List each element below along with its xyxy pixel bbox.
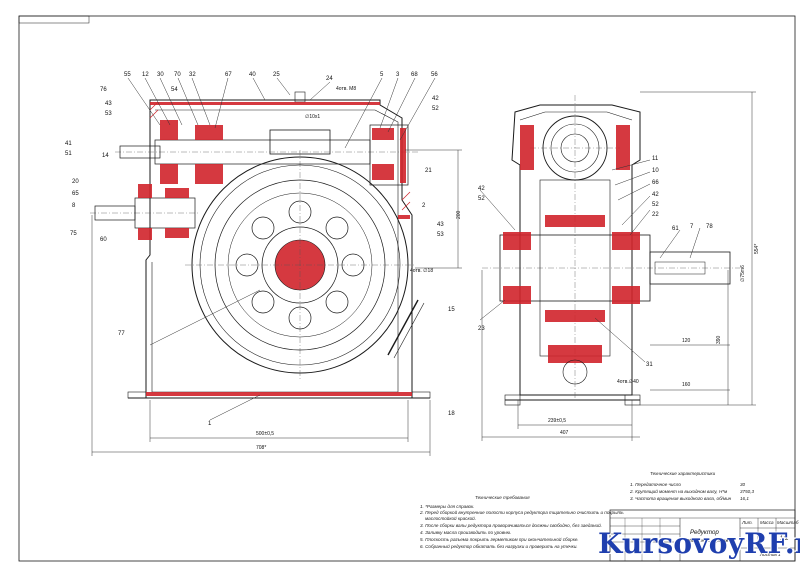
part-label: 76	[100, 87, 107, 93]
brand-part2: RF	[744, 527, 785, 560]
sheet-frame	[18, 15, 796, 562]
tech-char-label: 3. Частота вращения выходного вала, об/м…	[630, 496, 732, 501]
dim-holes-right: 4отв. ∅18	[410, 268, 433, 274]
dim-side-width: 239±0,5	[548, 418, 566, 424]
dim-side-total: 407	[560, 430, 569, 436]
part-label: 66	[652, 180, 659, 186]
dim-shaft-dia: ∅75m6	[740, 265, 746, 282]
brand-part3: .ru	[784, 527, 800, 560]
title-col-scale: Масштаб	[777, 520, 799, 525]
part-label: 53	[437, 232, 444, 238]
part-label: 12	[142, 72, 149, 78]
dim-depth: ∅10x1	[305, 114, 320, 120]
title-block: Редуктор Сборочный чертеж Лит. Масса Мас…	[609, 509, 799, 562]
part-label: 43	[105, 101, 112, 107]
title-col-mass: Масса	[760, 520, 774, 525]
part-label: 78	[706, 224, 713, 230]
tech-req-item: 6. Собранный редуктор обкатать без нагру…	[420, 543, 578, 549]
tech-req-item: 4. Заливку масла производить по уровню.	[420, 530, 511, 535]
part-label: 11	[652, 156, 659, 162]
part-label: 15	[448, 307, 455, 313]
brand-part1: Kursovoy	[598, 527, 745, 560]
title-col-lit: Лит.	[741, 520, 753, 525]
part-label: 52	[652, 202, 659, 208]
part-label: 54	[171, 87, 178, 93]
part-label: 65	[72, 191, 79, 197]
dimension-labels: 500±0,5 708* 239±0,5 407 554* 390 200 12…	[256, 86, 760, 451]
part-label: 3	[396, 72, 400, 78]
tech-char-label: 1. Передаточное число	[630, 482, 681, 487]
part-label: 24	[326, 76, 333, 82]
dim-center-dist: 200	[456, 210, 462, 219]
part-label: 10	[652, 168, 659, 174]
part-label: 14	[102, 153, 109, 159]
part-label: 31	[646, 362, 653, 368]
part-label: 60	[100, 237, 107, 243]
part-label: 7	[690, 224, 694, 230]
tech-char-heading: Технические характеристики	[650, 471, 716, 476]
tech-req-item: 5. Плоскость разъема покрыть герметиком …	[420, 536, 579, 542]
dim-width-main: 500±0,5	[256, 431, 274, 437]
part-label: 55	[124, 72, 131, 78]
title-name: Редуктор	[690, 529, 719, 536]
tech-char-value: 30	[740, 482, 746, 487]
tech-req-item: 2. Перед сборкой внутренние полости корп…	[419, 509, 624, 515]
dim-len-a: 120	[682, 338, 691, 344]
title-scale: 1:2	[780, 536, 789, 542]
part-label: 22	[652, 212, 659, 218]
part-label: 40	[249, 72, 256, 78]
part-label: 77	[118, 331, 125, 337]
part-label: 42	[652, 192, 659, 198]
tech-char-value: 3750,3	[740, 489, 754, 494]
part-label: 5	[380, 72, 384, 78]
part-label: 23	[478, 326, 485, 332]
dim-len-b: 160	[682, 382, 691, 388]
part-label: 20	[72, 179, 79, 185]
part-label: 30	[157, 72, 164, 78]
part-label: 32	[189, 72, 196, 78]
tech-req-item: 1. *Размеры для справок.	[420, 504, 475, 509]
tech-char-label: 2. Крутящий момент на выходном валу, Н*м	[629, 488, 728, 494]
part-label: 21	[425, 168, 432, 174]
front-view	[90, 77, 462, 456]
dim-height-total: 554*	[754, 244, 760, 254]
part-label: 56	[431, 72, 438, 78]
tech-req-heading: Технические требования	[475, 495, 530, 500]
brand-watermark: KursovoyRF.ru	[598, 527, 800, 560]
part-label: 1	[208, 421, 212, 427]
dim-holes-top: 4отв. М8	[336, 86, 356, 92]
part-label: 42	[432, 96, 439, 102]
side-view	[479, 91, 756, 441]
tech-char-value: 16,1	[740, 496, 749, 501]
front-part-labels: 55 12 30 70 32 67 40 25 24 5 3 68 56 76 …	[65, 72, 455, 427]
part-label: 25	[273, 72, 280, 78]
dim-holes-side: 4отв.∅40	[617, 379, 639, 385]
part-label: 61	[672, 226, 679, 232]
part-label: 42	[478, 186, 485, 192]
part-label: 70	[174, 72, 181, 78]
side-part-labels: 42 52 11 10 66 42 52 22 61 7 78 23 31	[478, 156, 713, 368]
tech-req-item: 3. После сборки валы редуктора проворачи…	[420, 522, 602, 528]
tech-requirements: Технические требования 1. *Размеры для с…	[419, 495, 624, 549]
part-label: 75	[70, 231, 77, 237]
part-label: 52	[478, 196, 485, 202]
stamp-corner	[18, 15, 90, 24]
tech-req-item: маслостойкой краской.	[425, 515, 476, 521]
tech-characteristics: Технические характеристики 1. Передаточн…	[629, 471, 754, 501]
title-sheets: Листов 1	[759, 552, 781, 557]
part-label: 8	[72, 203, 76, 209]
part-label: 52	[432, 106, 439, 112]
part-label: 53	[105, 111, 112, 117]
part-label: 18	[448, 411, 455, 417]
part-label: 67	[225, 72, 232, 78]
part-label: 51	[65, 151, 72, 157]
part-label: 2	[422, 203, 426, 209]
dim-height-part: 390	[716, 335, 722, 344]
part-label: 41	[65, 141, 72, 147]
part-label: 43	[437, 222, 444, 228]
part-label: 68	[411, 72, 418, 78]
title-subtitle: Сборочный чертеж	[686, 537, 729, 543]
dim-width-total: 708*	[256, 445, 266, 451]
